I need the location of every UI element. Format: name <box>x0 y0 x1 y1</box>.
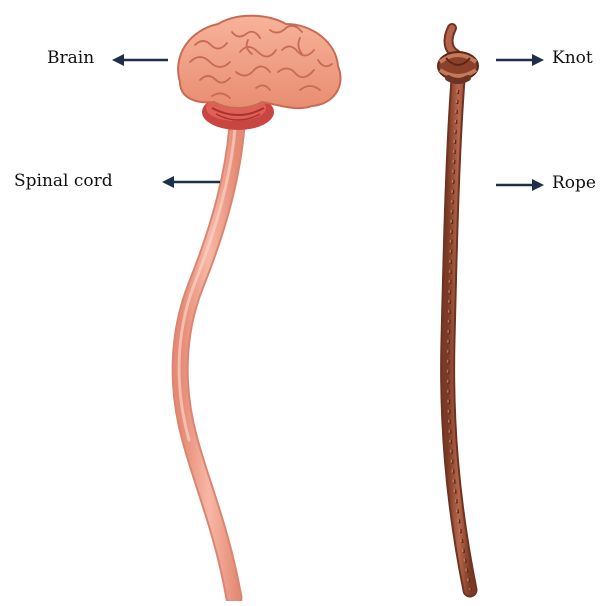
label-spinal-cord: Spinal cord <box>14 171 113 191</box>
rope-shape <box>448 80 471 590</box>
arrow-spinal-cord <box>162 176 220 188</box>
knot-shape <box>438 28 478 81</box>
label-rope: Rope <box>552 173 596 193</box>
label-brain: Brain <box>47 48 94 68</box>
arrow-rope <box>496 179 544 191</box>
arrow-knot <box>496 54 544 66</box>
arrow-brain <box>112 54 168 66</box>
brain-shape <box>178 16 340 108</box>
label-knot: Knot <box>552 48 593 68</box>
